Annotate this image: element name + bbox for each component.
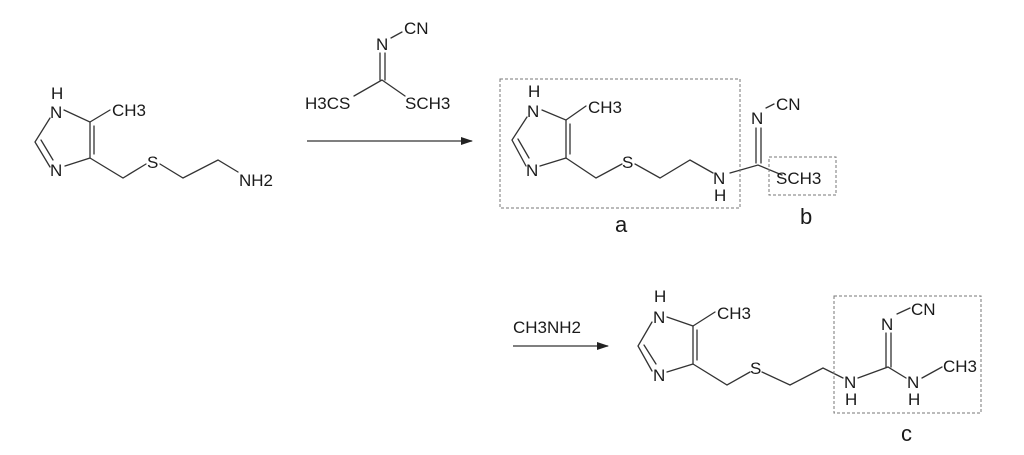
side-chain-bonds [89,109,239,179]
atom-h: H [528,82,540,101]
atom-nh-methyl: N [907,373,919,392]
atom-nh-h: H [714,186,726,205]
atom-n3: N [526,161,538,180]
cyano-group: CN [911,300,936,319]
atom-nh: N [713,169,725,188]
atom-nh-h: H [845,390,857,409]
atom-s: S [622,153,633,172]
atom-n1: N [50,103,62,122]
imidazole-ring-bonds [34,109,95,168]
fragment-box-b [768,156,837,196]
imidazole-ring-bonds [637,316,698,373]
atom-s: S [750,359,761,378]
atom-nh-methyl-h: H [908,390,920,409]
thiomethyl-right: SCH3 [405,94,450,113]
side-chain-bonds [565,103,783,179]
fragment-label-a: a [615,212,628,237]
atom-n: N [751,109,763,128]
atom-n: N [881,315,893,334]
atom-s: S [147,153,158,172]
atom-h: H [654,287,666,306]
atom-nh: N [844,373,856,392]
side-chain-bonds [692,307,943,386]
atom-n3: N [653,366,665,385]
reagent-dimethyl-cyanodithioimidocarbonate: N CN H3CS SCH3 [305,19,450,113]
thiomethyl-left: H3CS [305,94,350,113]
methyl-group: CH3 [112,101,146,120]
amine-group: NH2 [239,171,273,190]
fragment-box-a [499,78,741,209]
fragment-label-c: c [901,421,912,446]
atom-n1: N [653,308,665,327]
n-methyl-group: CH3 [943,357,977,376]
methyl-group: CH3 [588,98,622,117]
product-molecule: H N CH3 N S N H N CN N H CH3 c [637,287,982,446]
intermediate-molecule: H N CH3 N S N H N CN SCH3 a b [499,78,837,237]
reagent-methylamine: CH3NH2 [513,318,581,337]
atom-n: N [376,35,388,54]
imidazole-ring-bonds [511,109,571,167]
fragment-label-b: b [800,204,812,229]
cyano-group: CN [776,95,801,114]
reagent-bonds [353,31,406,97]
atom-n1: N [527,102,539,121]
cyano-group: CN [404,19,429,38]
atom-n3: N [50,161,62,180]
thiomethyl-group: SCH3 [776,169,821,188]
atom-h: H [51,84,63,103]
fragment-box-c [833,295,982,414]
reactant-molecule: H N CH3 N S NH2 [34,84,273,190]
methyl-group: CH3 [717,304,751,323]
